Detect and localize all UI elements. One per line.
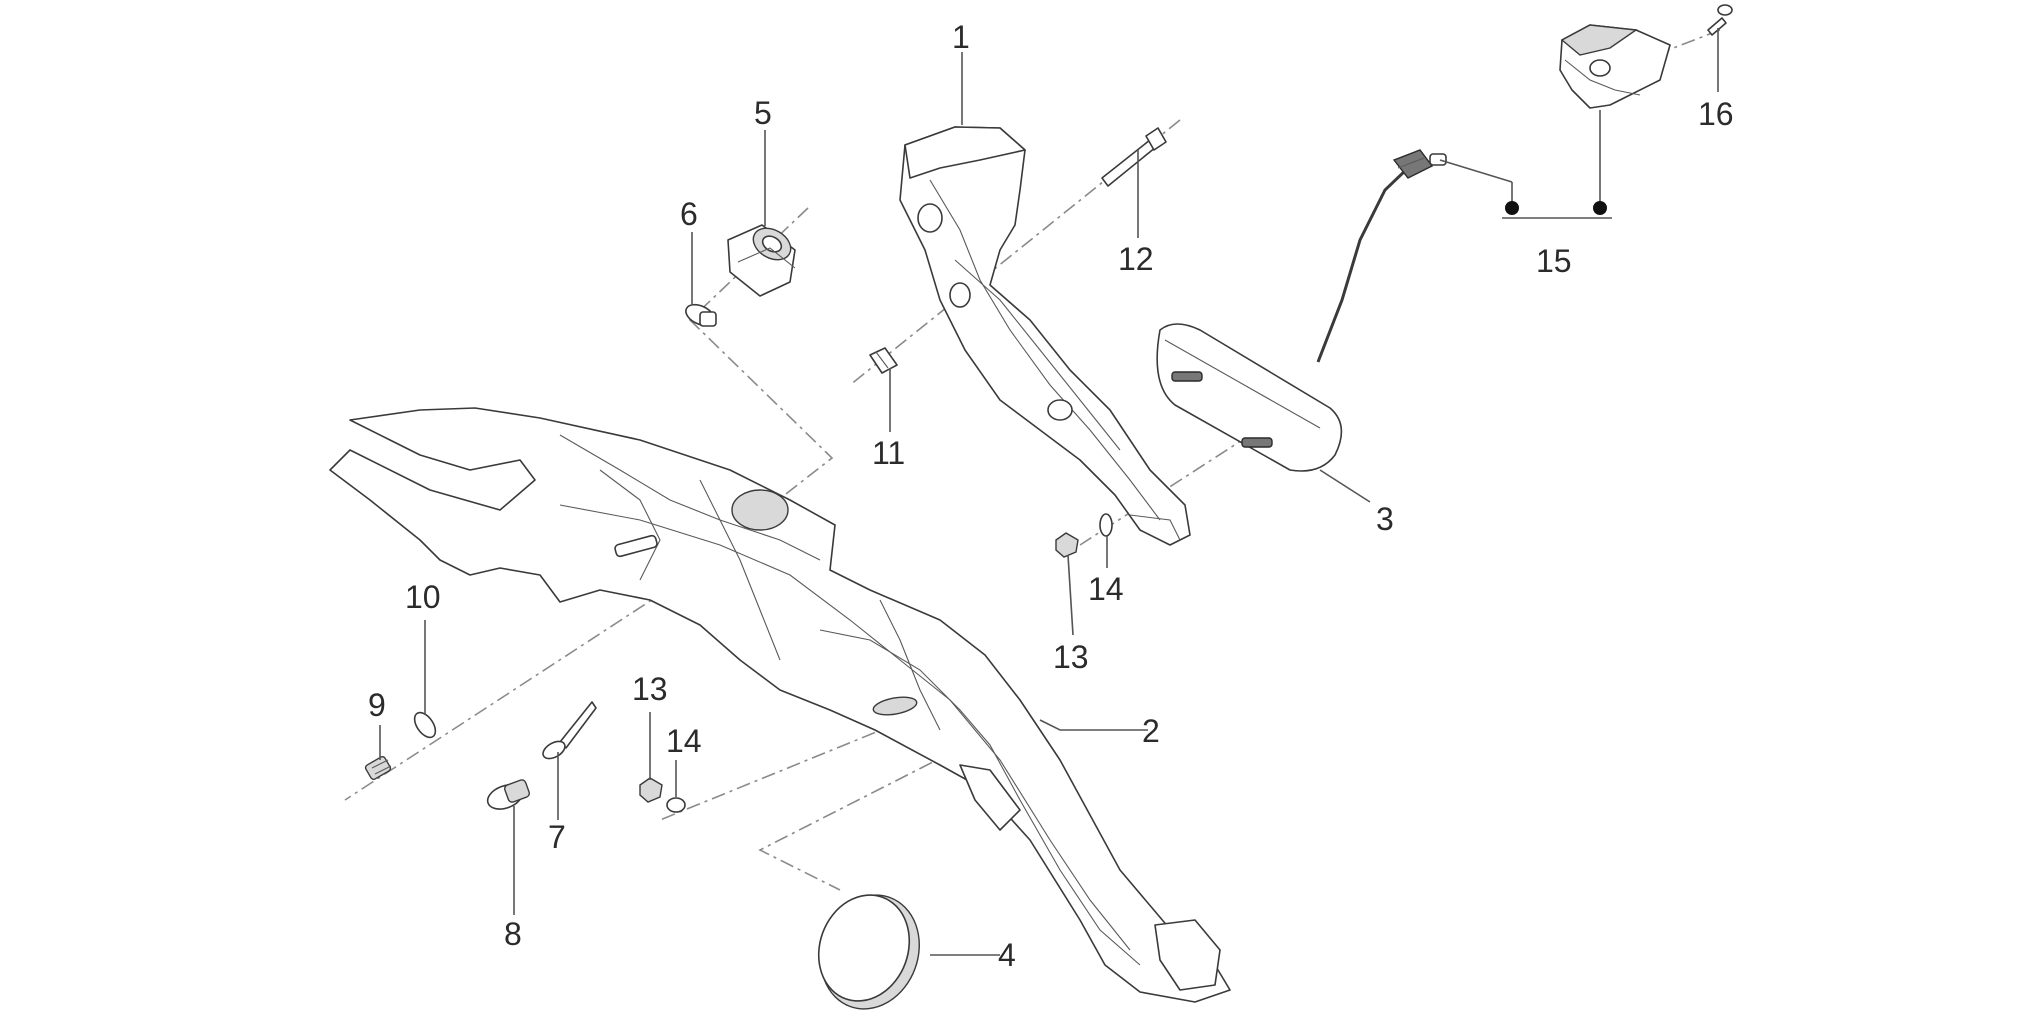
connector-cap (1429, 153, 1447, 166)
axis-nut-13 (659, 701, 951, 821)
mudguard-bracket (959, 764, 1021, 831)
cable-wire (1316, 166, 1410, 363)
bolt-shank (1101, 139, 1157, 187)
fastener-part-8 (486, 779, 530, 810)
mudguard-ridge-3 (819, 629, 1141, 966)
mudguard-tip (1154, 919, 1221, 991)
nut-part-13-upper (1055, 532, 1079, 558)
holder-hole-mid (949, 282, 971, 308)
fastener-body (504, 779, 530, 803)
nut-part-13-lower (639, 777, 663, 803)
callout-5: 5 (754, 95, 772, 131)
lamp-lens-edge (1564, 59, 1641, 96)
callout-15: 15 (1536, 243, 1572, 279)
mudguard-hole (731, 489, 789, 531)
clip-threads (371, 759, 392, 775)
washer-ring (413, 711, 437, 739)
reflector-stud-upper (1171, 371, 1203, 382)
nut-lower-body (639, 777, 663, 803)
cap-face (817, 894, 911, 1002)
mudguard-ridge-1 (559, 434, 821, 561)
callout-7: 7 (548, 819, 566, 855)
mudguard-ridge-2 (559, 504, 1131, 951)
axis-clip-9 (344, 574, 691, 801)
washer-lower-ring (666, 797, 686, 813)
mudguard-body (329, 407, 1231, 1003)
holder-hole-low (1047, 399, 1073, 421)
connector-ring (1397, 157, 1425, 169)
bush-groove (737, 247, 796, 269)
bolt-part-12 (1101, 127, 1167, 187)
plate-holder-part-1 (899, 126, 1191, 546)
reflector-edge (1164, 339, 1321, 429)
callout-14-lower: 14 (666, 723, 702, 759)
holder-edge (1129, 514, 1181, 541)
mudguard-ridge-5 (699, 479, 781, 661)
callout-11: 11 (872, 435, 905, 471)
callout-13-upper: 13 (1053, 639, 1089, 675)
screw-part-7 (542, 701, 597, 760)
axis-cap-4 (758, 737, 981, 891)
wiring-part-15 (1316, 149, 1447, 363)
callout-labels: 1 2 3 4 5 6 7 8 9 10 11 12 13 13 14 14 1… (368, 19, 1734, 973)
holder-top-face (904, 126, 1026, 179)
reflector-stud-lower (1241, 437, 1273, 448)
callout-8: 8 (504, 916, 522, 952)
washer-part-10 (413, 711, 437, 739)
bush-inner-ring (761, 235, 783, 253)
lamp-bulb-socket (1589, 59, 1611, 77)
mudguard-ridge-6 (879, 599, 941, 731)
leader-15-dot-right (1593, 201, 1607, 215)
lamp-top (1560, 24, 1638, 56)
washer-part-14-lower (666, 797, 686, 813)
rear-mudguard-part-2 (329, 407, 1231, 1003)
callout-14-upper: 14 (1088, 571, 1124, 607)
spacer-shaft (699, 311, 717, 327)
sleeve-edge (875, 351, 889, 369)
lamp-screw-shank (1707, 17, 1727, 36)
mudguard-mount-hole (872, 696, 918, 716)
cap-part-4 (817, 894, 920, 1010)
cable-connector (1392, 149, 1434, 179)
washer-upper-ring (1099, 513, 1113, 537)
sleeve-body (869, 347, 898, 374)
callout-13-lower: 13 (632, 671, 668, 707)
screw-shank (559, 701, 597, 749)
spacer-part-6 (685, 303, 717, 327)
axis-bolt-12 (849, 119, 1181, 386)
leader-2 (1039, 719, 1148, 731)
nut-upper-body (1055, 532, 1079, 558)
callout-9: 9 (368, 687, 386, 723)
lamp-assembly (1559, 4, 1733, 109)
reflector-body (1156, 323, 1343, 472)
callout-4: 4 (998, 937, 1016, 973)
bolt-head (1145, 127, 1167, 151)
callout-3: 3 (1376, 501, 1394, 537)
holder-rib-1 (929, 179, 1161, 521)
leader-15-dot-left (1505, 201, 1519, 215)
callout-2: 2 (1142, 713, 1160, 749)
callout-1: 1 (952, 19, 970, 55)
clip-part-9 (364, 755, 392, 781)
holder-hole-top (917, 203, 943, 233)
callout-6: 6 (680, 196, 698, 232)
leader-15-cable (1439, 159, 1513, 183)
washer-part-14-upper (1099, 513, 1113, 537)
reflector-part-3 (1156, 323, 1343, 472)
holder-rib-2 (954, 259, 1121, 451)
callout-10: 10 (405, 579, 441, 615)
callout-12: 12 (1118, 241, 1154, 277)
leader-3 (1319, 469, 1371, 503)
leader-13-upper (1067, 554, 1074, 636)
lamp-screw-head (1717, 4, 1733, 16)
mudguard-ridge-4 (599, 469, 661, 581)
bush-part-5 (727, 224, 796, 297)
mudguard-slot (614, 534, 658, 558)
leader-lines (379, 28, 1719, 956)
holder-body (899, 126, 1191, 546)
callout-16: 16 (1698, 96, 1734, 132)
sleeve-part-11 (869, 347, 898, 374)
